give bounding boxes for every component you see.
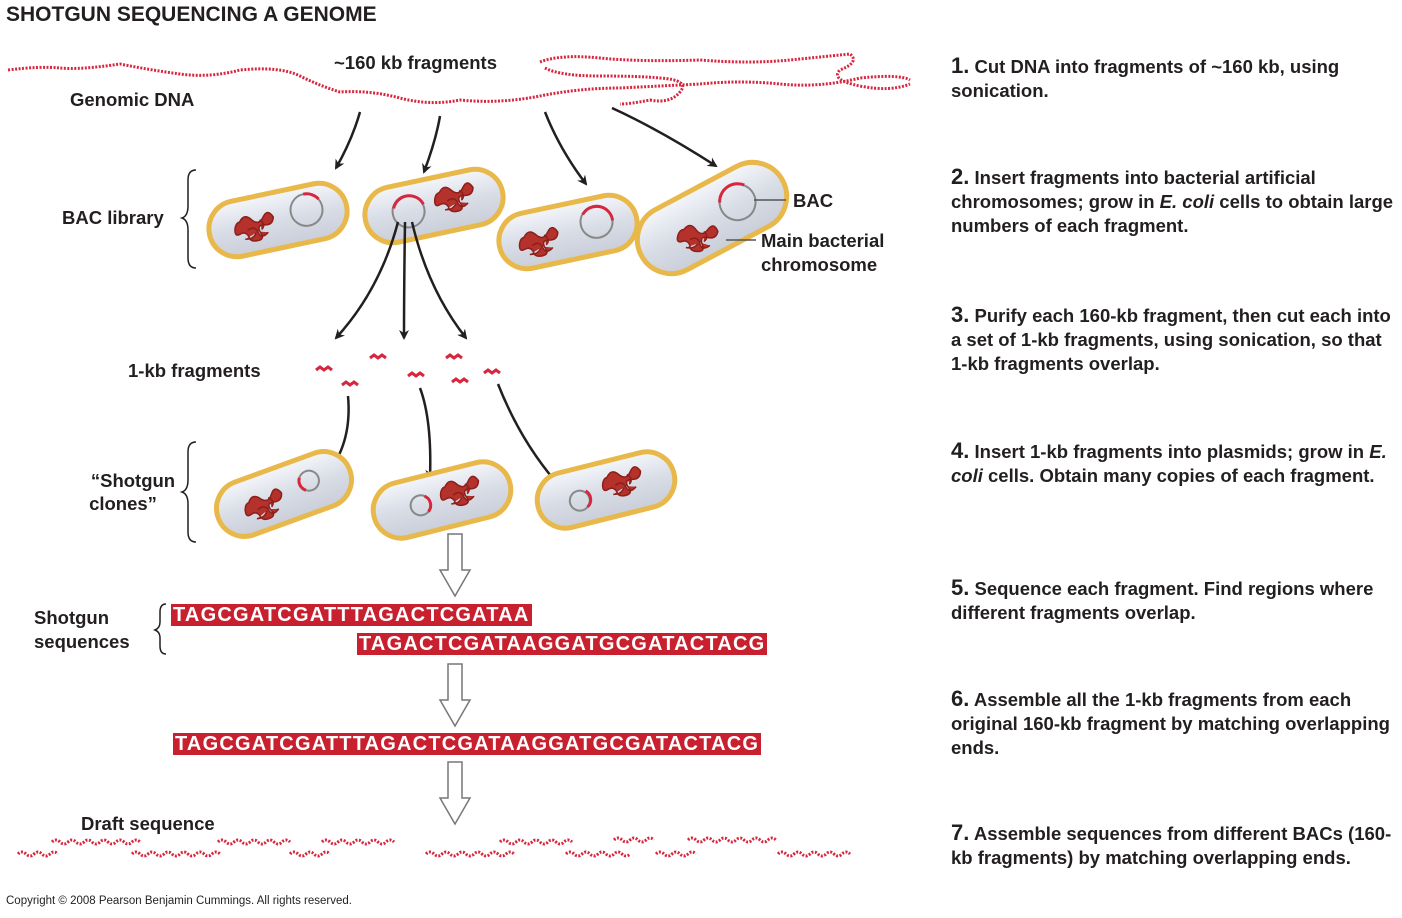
draft-sequence-fragments xyxy=(16,836,852,858)
step-6: 6. Assemble all the 1-kb fragments from … xyxy=(951,687,1401,760)
label-shotgun-sequences-line1: Shotgun xyxy=(34,607,110,628)
genomic-dna-strand xyxy=(7,52,911,106)
label-shotgun-clones-line2: clones” xyxy=(89,493,157,514)
shotgun-read-1: TAGCGATCGATTTAGACTCGATAA xyxy=(171,604,532,626)
step-text: Assemble sequences from different BACs (… xyxy=(951,823,1392,868)
step-text: Assemble all the 1-kb fragments from eac… xyxy=(951,689,1390,758)
step-number: 2. xyxy=(951,164,970,189)
label-bac: BAC xyxy=(793,190,834,211)
step-text: Sequence each fragment. Find regions whe… xyxy=(951,578,1374,623)
step-text: cells to obtain large numbers of each fr… xyxy=(951,191,1394,236)
shotgun-clones-brace xyxy=(179,441,197,543)
organism-name: E. coli xyxy=(1159,191,1215,212)
label-shotgun-sequences-line2: sequences xyxy=(34,631,130,652)
shotgun-read-2: TAGACTCGATAAGGATGCGATACTACG xyxy=(357,633,768,655)
copyright-notice: Copyright © 2008 Pearson Benjamin Cummin… xyxy=(6,895,352,907)
label-main-chromosome-line2: chromosome xyxy=(761,254,878,275)
organism-name: E. coli xyxy=(951,441,1387,486)
label-bac-library: BAC library xyxy=(62,207,164,228)
insertion-arrows xyxy=(334,106,718,186)
step-text: Cut DNA into fragments of ~160 kb, using… xyxy=(951,56,1340,101)
label-main-chromosome-line1: Main bacterial xyxy=(761,230,885,251)
step-number: 3. xyxy=(951,302,970,327)
clone-cell-1 xyxy=(209,444,360,545)
hollow-arrow-1 xyxy=(438,533,472,598)
label-shotgun-clones-line1: “Shotgun xyxy=(90,470,176,491)
label-160kb-fragments: ~160 kb fragments xyxy=(334,52,497,73)
step-4: 4. Insert 1-kb fragments into plasmids; … xyxy=(951,439,1401,488)
figure-title: SHOTGUN SEQUENCING A GENOME xyxy=(6,3,377,26)
step-text: Insert 1-kb fragments into plasmids; gro… xyxy=(974,441,1370,462)
step-7: 7. Assemble sequences from different BAC… xyxy=(951,821,1401,870)
shotgun-sequences-brace xyxy=(152,603,167,655)
clone-cell-3 xyxy=(531,446,680,534)
bac-cell-4 xyxy=(634,159,790,277)
bac-cell-3 xyxy=(494,190,643,274)
bac-cell-1 xyxy=(204,178,353,262)
step-3: 3. Purify each 160-kb fragment, then cut… xyxy=(951,303,1401,376)
step-number: 7. xyxy=(951,820,970,845)
bac-library-brace xyxy=(179,169,197,269)
step-number: 6. xyxy=(951,686,970,711)
label-genomic-dna: Genomic DNA xyxy=(70,89,195,110)
hollow-arrow-3 xyxy=(438,761,472,826)
step-text: cells. Obtain many copies of each fragme… xyxy=(982,465,1375,486)
step-5: 5. Sequence each fragment. Find regions … xyxy=(951,576,1401,625)
step-text: Purify each 160-kb fragment, then cut ea… xyxy=(951,305,1391,374)
step-number: 4. xyxy=(951,438,970,463)
one-kb-fragments xyxy=(315,353,501,387)
label-draft-sequence: Draft sequence xyxy=(81,813,215,834)
step-1: 1. Cut DNA into fragments of ~160 kb, us… xyxy=(951,54,1401,103)
step-number: 1. xyxy=(951,53,970,78)
bac-cell-2 xyxy=(360,164,509,248)
process-arrows xyxy=(438,533,472,826)
fragmentation-arrows xyxy=(334,221,468,340)
cloning-arrows xyxy=(328,383,558,484)
step-2: 2. Insert fragments into bacterial artif… xyxy=(951,165,1401,238)
step-number: 5. xyxy=(951,575,970,600)
hollow-arrow-2 xyxy=(438,663,472,728)
label-1kb-fragments: 1-kb fragments xyxy=(128,360,261,381)
clone-cell-2 xyxy=(367,456,516,544)
step-text: Insert fragments into bacterial artifici… xyxy=(951,167,1316,212)
assembled-sequence: TAGCGATCGATTTAGACTCGATAAGGATGCGATACTACG xyxy=(173,733,762,755)
